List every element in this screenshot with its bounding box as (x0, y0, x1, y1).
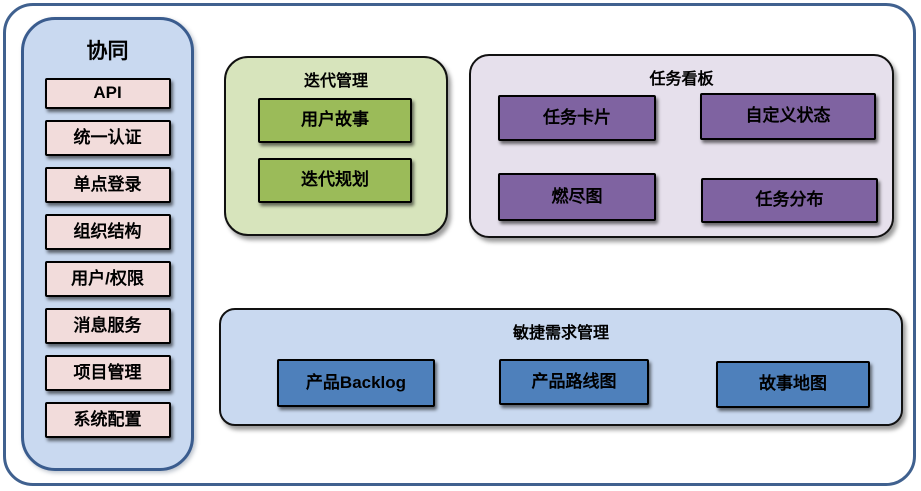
node-product-backlog: 产品Backlog (277, 359, 435, 407)
node-story-map: 故事地图 (716, 361, 870, 408)
node-unified-auth: 统一认证 (44, 120, 171, 156)
node-user-story: 用户故事 (258, 98, 412, 143)
group-iteration-management: 迭代管理 用户故事 迭代规划 (224, 56, 448, 236)
sidebar-title: 协同 (86, 40, 129, 63)
node-iteration-planning: 迭代规划 (258, 158, 412, 203)
sidebar-item-list: API 统一认证 单点登录 组织结构 用户/权限 消息服务 项目管理 系统配置 (44, 78, 171, 438)
node-message-service: 消息服务 (44, 308, 171, 344)
group-agile-title: 敏捷需求管理 (512, 325, 609, 342)
group-kanban-title: 任务看板 (649, 71, 714, 88)
group-task-kanban: 任务看板 任务卡片 自定义状态 燃尽图 任务分布 (469, 54, 894, 238)
node-system-config: 系统配置 (44, 402, 171, 438)
group-agile-requirement: 敏捷需求管理 产品Backlog 产品路线图 故事地图 (219, 308, 903, 426)
node-custom-status: 自定义状态 (700, 93, 876, 140)
group-iteration-title: 迭代管理 (303, 73, 368, 90)
node-product-roadmap: 产品路线图 (499, 359, 649, 405)
diagram-frame: 协同 API 统一认证 单点登录 组织结构 用户/权限 消息服务 项目管理 系统… (3, 3, 916, 486)
node-api: API (44, 78, 171, 109)
node-single-sign-on: 单点登录 (44, 167, 171, 203)
node-project-management: 项目管理 (44, 355, 171, 391)
sidebar-collaboration-group: 协同 API 统一认证 单点登录 组织结构 用户/权限 消息服务 项目管理 系统… (21, 17, 194, 471)
node-user-permission: 用户/权限 (44, 261, 171, 297)
node-task-distribution: 任务分布 (701, 178, 878, 223)
node-burndown-chart: 燃尽图 (498, 173, 656, 221)
node-task-card: 任务卡片 (498, 95, 656, 141)
node-org-structure: 组织结构 (44, 214, 171, 250)
